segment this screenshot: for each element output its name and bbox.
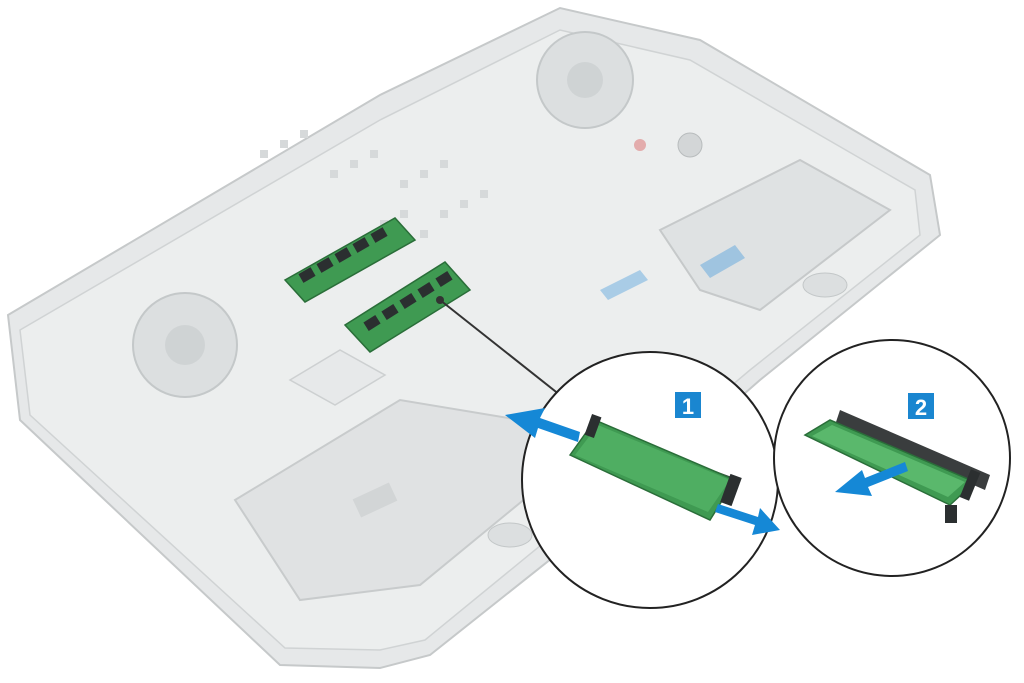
step-2-number: 2 [915, 395, 927, 420]
step-1-number: 1 [682, 394, 694, 419]
step-2-badge [908, 393, 934, 419]
laptop-base [6, 6, 942, 670]
detail-circle-step-2: 2 [773, 339, 1011, 577]
detail-circle-step-1: 1 [505, 351, 780, 609]
memory-module-bottom [343, 261, 472, 353]
ssd-card [288, 349, 387, 406]
step-1-badge [675, 392, 701, 418]
arrow-left-icon [505, 408, 580, 442]
callout-leader-line [439, 299, 561, 396]
arrow-right-icon [715, 504, 780, 535]
arrow-down-left-icon [835, 462, 908, 496]
memory-module-top [283, 217, 417, 303]
